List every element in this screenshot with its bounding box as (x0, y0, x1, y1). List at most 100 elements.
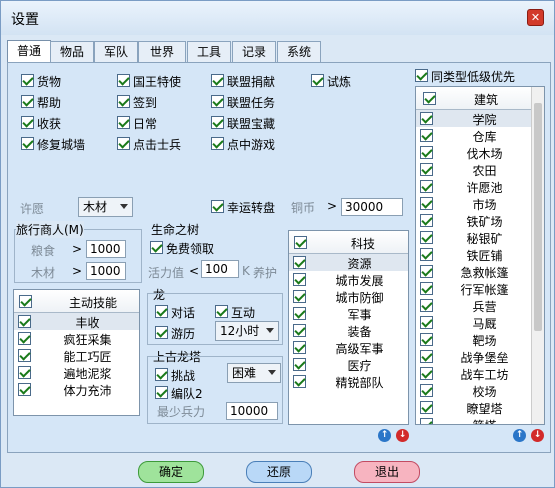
list-item[interactable]: 箭塔 (416, 416, 531, 424)
free-claim-checkbox[interactable] (150, 241, 163, 254)
list-item[interactable]: 许愿池 (416, 178, 531, 195)
list-item[interactable]: 城市防御 (289, 288, 408, 305)
tech-list[interactable]: 科技 资源城市发展城市防御军事装备高级军事医疗精锐部队 (288, 230, 409, 425)
list-item[interactable]: 行军帐篷 (416, 280, 531, 297)
wood-input[interactable]: 1000 (86, 262, 126, 280)
list-item-checkbox[interactable] (420, 367, 433, 380)
list-item-checkbox[interactable] (420, 316, 433, 329)
wish-select[interactable]: 木材 (78, 197, 133, 217)
list-item[interactable]: 军事 (289, 305, 408, 322)
list-item[interactable]: 铁矿场 (416, 212, 531, 229)
list-item-checkbox[interactable] (420, 282, 433, 295)
task-checkbox[interactable] (21, 137, 34, 150)
tab-tools[interactable]: 工具 (187, 41, 231, 62)
list-item[interactable]: 城市发展 (289, 271, 408, 288)
list-item[interactable]: 秘银矿 (416, 229, 531, 246)
task-checkbox[interactable] (117, 116, 130, 129)
building-scrollbar[interactable] (531, 87, 544, 424)
list-item[interactable]: 瞭望塔 (416, 399, 531, 416)
list-item-checkbox[interactable] (420, 214, 433, 227)
list-item[interactable]: 丰收 (14, 313, 139, 330)
list-item[interactable]: 仓库 (416, 127, 531, 144)
tab-world[interactable]: 世界 (138, 41, 186, 62)
list-item-checkbox[interactable] (420, 333, 433, 346)
task-checkbox[interactable] (211, 95, 224, 108)
list-item-checkbox[interactable] (420, 299, 433, 312)
list-item[interactable]: 精锐部队 (289, 373, 408, 390)
task-checkbox[interactable] (211, 74, 224, 87)
list-item[interactable]: 高级军事 (289, 339, 408, 356)
list-item[interactable]: 战争堡垒 (416, 348, 531, 365)
task-checkbox[interactable] (21, 116, 34, 129)
list-item-checkbox[interactable] (420, 384, 433, 397)
list-item[interactable]: 资源 (289, 254, 408, 271)
close-icon[interactable]: ✕ (527, 9, 544, 26)
list-item[interactable]: 战车工坊 (416, 365, 531, 382)
dialog-checkbox[interactable] (155, 305, 168, 318)
vitality-input[interactable]: 100 (201, 260, 239, 278)
tab-army[interactable]: 军队 (94, 41, 138, 62)
min-troops-input[interactable]: 10000 (226, 402, 278, 420)
list-item-checkbox[interactable] (420, 350, 433, 363)
lucky-wheel-checkbox[interactable] (211, 200, 224, 213)
skills-list[interactable]: 主动技能 丰收疯狂采集能工巧匠遍地泥浆体力充沛 (13, 289, 140, 416)
restore-button[interactable]: 还原 (246, 461, 312, 483)
grain-input[interactable]: 1000 (86, 240, 126, 258)
list-item-checkbox[interactable] (420, 129, 433, 142)
copper-input[interactable]: 30000 (341, 198, 403, 216)
list-item[interactable]: 铁匠铺 (416, 246, 531, 263)
list-item-checkbox[interactable] (420, 197, 433, 210)
skills-select-all[interactable] (19, 295, 32, 308)
list-item-checkbox[interactable] (420, 163, 433, 176)
list-item[interactable]: 能工巧匠 (14, 347, 139, 364)
list-item[interactable]: 装备 (289, 322, 408, 339)
list-item-checkbox[interactable] (293, 324, 306, 337)
task-checkbox[interactable] (211, 137, 224, 150)
list-item-checkbox[interactable] (18, 315, 31, 328)
list-item[interactable]: 体力充沛 (14, 381, 139, 398)
list-item-checkbox[interactable] (18, 366, 31, 379)
list-item-checkbox[interactable] (420, 180, 433, 193)
list-item-checkbox[interactable] (18, 383, 31, 396)
list-item[interactable]: 伐木场 (416, 144, 531, 161)
list-item[interactable]: 靶场 (416, 331, 531, 348)
list-item[interactable]: 市场 (416, 195, 531, 212)
list-item-checkbox[interactable] (293, 307, 306, 320)
list-item-checkbox[interactable] (18, 349, 31, 362)
tab-system[interactable]: 系统 (277, 41, 321, 62)
difficulty-select[interactable]: 困难 (227, 363, 281, 383)
building-select-all[interactable] (423, 92, 436, 105)
exit-button[interactable]: 退出 (354, 461, 420, 483)
list-item-checkbox[interactable] (420, 401, 433, 414)
tab-general[interactable]: 普通 (7, 40, 51, 63)
travel-checkbox[interactable] (155, 326, 168, 339)
tech-select-all[interactable] (294, 236, 307, 249)
list-item-checkbox[interactable] (293, 290, 306, 303)
task-checkbox[interactable] (21, 74, 34, 87)
travel-select[interactable]: 12小时 (215, 321, 279, 341)
list-item-checkbox[interactable] (420, 248, 433, 261)
ok-button[interactable]: 确定 (138, 461, 204, 483)
list-item[interactable]: 遍地泥浆 (14, 364, 139, 381)
list-item-checkbox[interactable] (293, 256, 306, 269)
list-item[interactable]: 农田 (416, 161, 531, 178)
building-move-down-icon[interactable]: ↓ (531, 429, 544, 442)
team2-checkbox[interactable] (155, 386, 168, 399)
list-item-checkbox[interactable] (18, 332, 31, 345)
list-item-checkbox[interactable] (420, 231, 433, 244)
task-checkbox[interactable] (117, 74, 130, 87)
list-item[interactable]: 学院 (416, 110, 531, 127)
list-item[interactable]: 马厩 (416, 314, 531, 331)
tab-items[interactable]: 物品 (50, 41, 94, 62)
low-level-priority-checkbox[interactable] (415, 69, 428, 82)
challenge-checkbox[interactable] (155, 368, 168, 381)
list-item-checkbox[interactable] (420, 418, 433, 424)
task-checkbox[interactable] (211, 116, 224, 129)
tab-log[interactable]: 记录 (232, 41, 276, 62)
list-item[interactable]: 急救帐篷 (416, 263, 531, 280)
list-item-checkbox[interactable] (293, 341, 306, 354)
tech-move-up-icon[interactable]: ↑ (378, 429, 391, 442)
list-item-checkbox[interactable] (293, 358, 306, 371)
list-item[interactable]: 兵营 (416, 297, 531, 314)
building-move-up-icon[interactable]: ↑ (513, 429, 526, 442)
